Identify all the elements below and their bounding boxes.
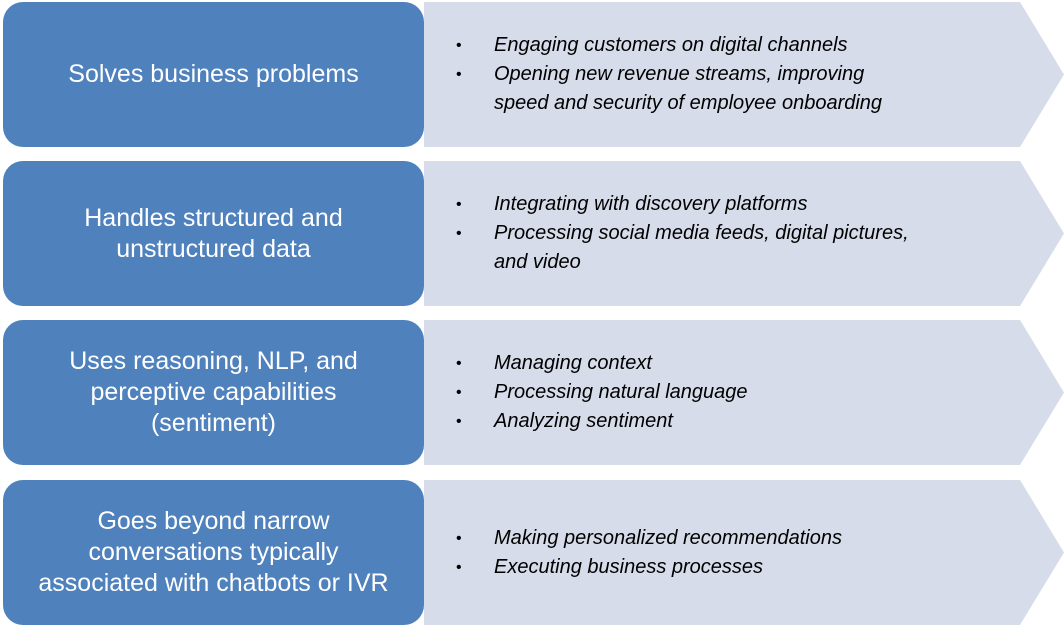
bullet-line: and video xyxy=(494,251,581,273)
bullet-icon: • xyxy=(456,355,462,372)
bullet-item: • Managing context xyxy=(456,349,1016,378)
bullet-item: • Making personalized recommendations xyxy=(456,524,1016,553)
bullet-item: • Engaging customers on digital channels xyxy=(456,31,1016,60)
chevron-arrow-shape xyxy=(424,161,1064,306)
bullet-icon: • xyxy=(456,384,462,401)
capability-label-line: Solves business problems xyxy=(68,60,359,88)
row-1: Solves business problems • Engaging cust… xyxy=(0,2,1064,147)
capability-label-line: (sentiment) xyxy=(150,409,277,437)
bullet-icon: • xyxy=(456,558,462,576)
row-4: Goes beyond narrow conversations typical… xyxy=(0,480,1064,625)
capability-label-line: Uses reasoning, NLP, and xyxy=(69,347,358,375)
bullet-line: speed and security of employee onboardin… xyxy=(494,92,883,114)
row-2: Handles structured and unstructured data… xyxy=(0,161,1064,306)
bullet-line: Processing natural language xyxy=(494,381,748,403)
bullet-line: Processing social media feeds, digital p… xyxy=(494,222,909,244)
bullet-icon: • xyxy=(456,413,462,430)
capability-label-line: associated with chatbots or IVR xyxy=(38,569,389,597)
bullet-icon: • xyxy=(456,37,462,54)
bullet-line: Managing context xyxy=(494,352,652,374)
bullet-item: • Opening new revenue streams, improving… xyxy=(456,60,1016,118)
capability-label-line: Goes beyond narrow xyxy=(97,507,330,535)
bullet-line: Integrating with discovery platforms xyxy=(494,193,808,215)
chevron-arrow-shape xyxy=(424,2,1064,147)
chevron-arrow-shape xyxy=(424,320,1064,465)
chevron-arrow-shape xyxy=(424,480,1064,625)
capability-label-line: perceptive capabilities xyxy=(90,378,337,406)
capability-label-line: conversations typically xyxy=(88,538,339,566)
capability-box: Goes beyond narrow conversations typical… xyxy=(3,480,424,625)
example-bullet-list: • Integrating with discovery platforms •… xyxy=(456,161,1016,306)
bullet-item: • Executing business processes xyxy=(456,553,1016,582)
example-bullet-list: • Engaging customers on digital channels… xyxy=(456,2,1016,147)
row-3: Uses reasoning, NLP, and perceptive capa… xyxy=(0,320,1064,465)
bullet-icon: • xyxy=(456,225,462,242)
example-bullet-list: • Making personalized recommendations • … xyxy=(456,480,1016,625)
bullet-item: • Processing social media feeds, digital… xyxy=(456,219,1016,277)
bullet-line: Making personalized recommendations xyxy=(494,526,842,549)
capability-label-line: unstructured data xyxy=(116,234,311,263)
bullet-line: Executing business processes xyxy=(494,555,764,578)
capability-label-line: Handles structured and xyxy=(84,203,343,232)
bullet-icon: • xyxy=(456,66,462,83)
capability-box: Handles structured and unstructured data xyxy=(3,161,424,306)
bullet-icon: • xyxy=(456,529,462,547)
bullet-item: • Analyzing sentiment xyxy=(456,407,1016,436)
capability-box: Uses reasoning, NLP, and perceptive capa… xyxy=(3,320,424,465)
bullet-line: Engaging customers on digital channels xyxy=(494,34,848,56)
example-bullet-list: • Managing context • Processing natural … xyxy=(456,320,1016,465)
bullet-line: Opening new revenue streams, improving xyxy=(494,63,865,85)
capability-box: Solves business problems xyxy=(3,2,424,147)
bullet-line: Analyzing sentiment xyxy=(494,410,673,432)
bullet-icon: • xyxy=(456,196,462,213)
bullet-item: • Processing natural language xyxy=(456,378,1016,407)
bullet-item: • Integrating with discovery platforms xyxy=(456,190,1016,219)
